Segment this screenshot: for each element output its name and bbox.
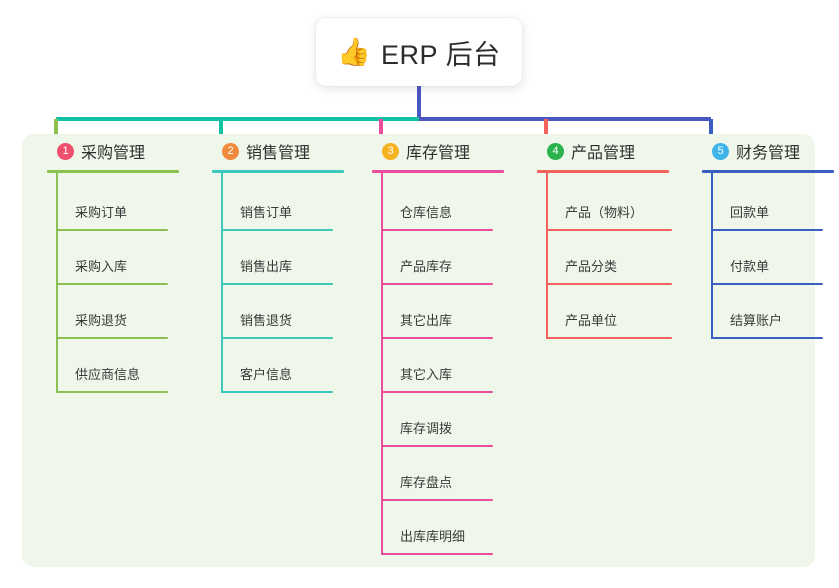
module-item-rule <box>221 337 333 339</box>
module-item-label: 结算账户 <box>730 313 783 328</box>
module-item[interactable]: 采购退货 <box>56 285 168 339</box>
module-column: 3 库存管理仓库信息产品库存其它出库其它入库库存调拨库存盘点出库库明细 <box>365 134 515 555</box>
module-number-badge: 2 <box>222 142 239 160</box>
module-header-rule <box>537 170 669 173</box>
module-item-rule <box>56 391 168 393</box>
module-item-rule <box>381 445 493 447</box>
module-item-rule <box>221 391 333 393</box>
module-column: 2 销售管理销售订单销售出库销售退货客户信息 <box>205 134 355 393</box>
module-title: 产品管理 <box>571 145 636 162</box>
module-title: 采购管理 <box>81 145 146 162</box>
module-item-rule <box>56 337 168 339</box>
module-item[interactable]: 付款单 <box>711 231 823 285</box>
module-title: 财务管理 <box>736 145 801 162</box>
module-item[interactable]: 其它入库 <box>381 339 493 393</box>
module-spine <box>221 171 223 393</box>
module-item[interactable]: 销售订单 <box>221 177 333 231</box>
module-item[interactable]: 其它出库 <box>381 285 493 339</box>
module-item[interactable]: 采购订单 <box>56 177 168 231</box>
module-item-label: 付款单 <box>730 259 770 274</box>
module-header-产品管理[interactable]: 4 产品管理 <box>530 134 680 168</box>
module-item-rule <box>711 337 823 339</box>
module-item-label: 采购订单 <box>75 205 128 220</box>
module-item[interactable]: 仓库信息 <box>381 177 493 231</box>
module-item-rule <box>381 337 493 339</box>
module-column: 4 产品管理产品（物料） 产品分类产品单位 <box>530 134 680 339</box>
module-item-label: 库存调拨 <box>400 421 453 436</box>
module-item-rule <box>381 391 493 393</box>
module-item[interactable]: 库存调拨 <box>381 393 493 447</box>
module-item-label: 出库库明细 <box>400 529 466 544</box>
module-item[interactable]: 库存盘点 <box>381 447 493 501</box>
module-item-label: 仓库信息 <box>400 205 453 220</box>
module-item[interactable]: 销售退货 <box>221 285 333 339</box>
module-column: 5 财务管理回款单付款单结算账户 <box>695 134 839 339</box>
root-title-card[interactable]: 👍 ERP 后台 <box>316 18 522 86</box>
module-item[interactable]: 产品分类 <box>546 231 672 285</box>
modules-panel: 1 采购管理采购订单采购入库采购退货供应商信息 2 销售管理销售订单销售出库销售退货客… <box>22 134 834 567</box>
module-item-rule <box>546 229 672 231</box>
module-item-label: 产品分类 <box>565 259 618 274</box>
module-item-rule <box>711 229 823 231</box>
module-item-label: 采购退货 <box>75 313 128 328</box>
module-item-label: 库存盘点 <box>400 475 453 490</box>
module-item-label: 销售出库 <box>240 259 293 274</box>
module-item-label: 产品单位 <box>565 313 618 328</box>
module-item-rule <box>381 553 493 555</box>
module-spine <box>381 171 383 555</box>
module-header-库存管理[interactable]: 3 库存管理 <box>365 134 515 168</box>
module-item-rule <box>381 283 493 285</box>
module-item-rule <box>56 283 168 285</box>
module-item-label: 销售退货 <box>240 313 293 328</box>
module-header-rule <box>372 170 504 173</box>
module-title: 销售管理 <box>246 145 311 162</box>
module-column: 1 采购管理采购订单采购入库采购退货供应商信息 <box>40 134 190 393</box>
thumbs-up-icon: 👍 <box>337 36 372 67</box>
module-header-rule <box>212 170 344 173</box>
module-item[interactable]: 采购入库 <box>56 231 168 285</box>
module-header-销售管理[interactable]: 2 销售管理 <box>205 134 355 168</box>
module-item-label: 其它出库 <box>400 313 453 328</box>
module-item-label: 产品（物料） <box>565 205 644 220</box>
module-item[interactable]: 回款单 <box>711 177 823 231</box>
module-title: 库存管理 <box>406 145 471 162</box>
module-header-rule <box>47 170 179 173</box>
module-item-rule <box>381 499 493 501</box>
module-item-label: 采购入库 <box>75 259 128 274</box>
module-item-rule <box>711 283 823 285</box>
module-number-badge: 4 <box>547 142 564 160</box>
module-spine <box>56 171 58 393</box>
module-item-rule <box>546 283 672 285</box>
module-item-label: 产品库存 <box>400 259 453 274</box>
module-item-label: 供应商信息 <box>75 367 141 382</box>
module-item[interactable]: 产品（物料） <box>546 177 672 231</box>
module-item-rule <box>221 283 333 285</box>
page-title: ERP 后台 <box>381 39 501 70</box>
module-item[interactable]: 产品库存 <box>381 231 493 285</box>
module-item[interactable]: 产品单位 <box>546 285 672 339</box>
module-item-rule <box>546 337 672 339</box>
module-item[interactable]: 客户信息 <box>221 339 333 393</box>
module-item-label: 回款单 <box>730 205 770 220</box>
module-item-rule <box>56 229 168 231</box>
module-number-badge: 1 <box>57 142 74 160</box>
module-item[interactable]: 出库库明细 <box>381 501 493 555</box>
module-item-label: 客户信息 <box>240 367 293 382</box>
module-header-rule <box>702 170 834 173</box>
module-spine <box>711 171 713 339</box>
module-item-label: 其它入库 <box>400 367 453 382</box>
module-item-rule <box>381 229 493 231</box>
module-number-badge: 5 <box>712 142 729 160</box>
module-header-采购管理[interactable]: 1 采购管理 <box>40 134 190 168</box>
module-header-财务管理[interactable]: 5 财务管理 <box>695 134 839 168</box>
module-item-rule <box>221 229 333 231</box>
module-item[interactable]: 结算账户 <box>711 285 823 339</box>
module-spine <box>546 171 548 339</box>
module-item[interactable]: 供应商信息 <box>56 339 168 393</box>
module-item-label: 销售订单 <box>240 205 293 220</box>
module-number-badge: 3 <box>382 142 399 160</box>
module-item[interactable]: 销售出库 <box>221 231 333 285</box>
